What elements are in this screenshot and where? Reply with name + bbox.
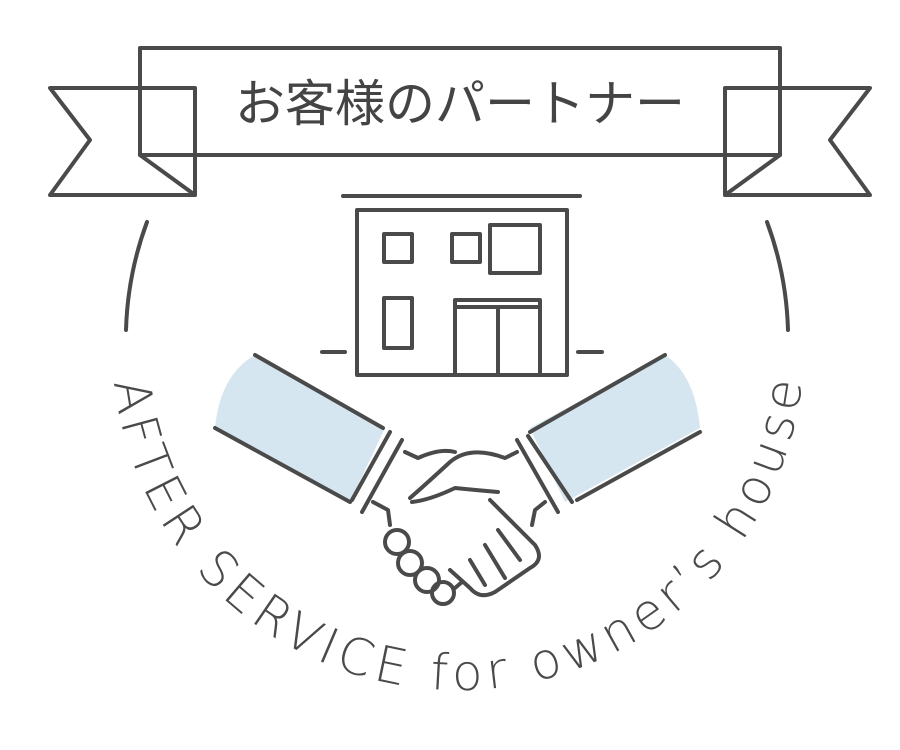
handshake-icon — [213, 353, 702, 606]
ribbon-left-tail — [48, 86, 197, 197]
arc-right — [765, 220, 790, 332]
window-icon — [488, 223, 542, 275]
banner-title: お客様のパートナー — [235, 75, 685, 133]
ribbon-right-tail — [723, 86, 872, 197]
ring-text-path: AFTER SERVICE for owner’s house — [102, 375, 814, 702]
ribbon-main — [138, 46, 782, 157]
circle-arcs — [124, 220, 790, 332]
window-icon — [382, 232, 414, 264]
window-icon — [382, 296, 414, 350]
window-icon — [450, 232, 482, 264]
arc-left — [124, 220, 149, 332]
ribbon-banner: お客様のパートナー — [48, 46, 872, 197]
ribbon-fold-right — [723, 153, 782, 197]
ring-text: AFTER SERVICE for owner’s house — [102, 375, 814, 702]
ribbon-fold-left — [138, 153, 197, 197]
house-icon — [320, 194, 604, 377]
